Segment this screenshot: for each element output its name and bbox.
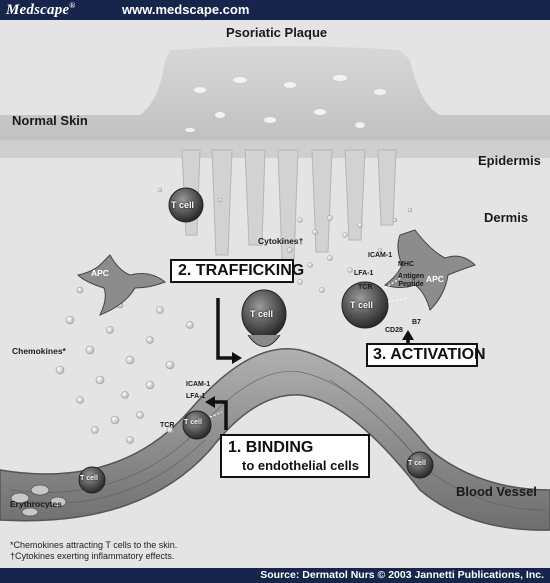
- blood-vessel-label: Blood Vessel: [456, 484, 537, 499]
- footer-bar: Source: Dermatol Nurs © 2003 Jannetti Pu…: [0, 568, 550, 583]
- binding-step-label: 1. BINDING: [228, 438, 368, 458]
- site-url-link[interactable]: www.medscape.com: [122, 2, 249, 17]
- binding-step-sublabel: to endothelial cells: [228, 458, 368, 473]
- t-cell-label-vessel-right: T cell: [408, 460, 426, 467]
- tcr-vessel-label: TCR: [160, 422, 174, 429]
- antigen-peptide-label: Antigen Peptide: [388, 273, 434, 289]
- trafficking-step-box: 2. TRAFFICKING: [170, 259, 294, 283]
- t-cell-label-trafficking: T cell: [250, 309, 273, 319]
- apc-left-label: APC: [91, 268, 109, 278]
- normal-skin-band: [0, 140, 550, 158]
- dermis-label: Dermis: [484, 210, 528, 225]
- lfa1-label: LFA-1: [354, 270, 373, 277]
- lfa1-vessel-label: LFA-1: [186, 393, 205, 400]
- activation-step-label: 3. ACTIVATION: [373, 345, 476, 365]
- activation-step-box: 3. ACTIVATION: [366, 343, 478, 367]
- header-bar: Medscape® www.medscape.com: [0, 0, 550, 20]
- medscape-logo[interactable]: Medscape®: [6, 1, 75, 19]
- source-credit: Source: Dermatol Nurs © 2003 Jannetti Pu…: [260, 569, 544, 581]
- normal-skin-label: Normal Skin: [12, 113, 88, 128]
- diagram-title: Psoriatic Plaque: [226, 25, 327, 40]
- mhc-label: MHC: [398, 261, 414, 268]
- icam1-vessel-label: ICAM-1: [186, 381, 210, 388]
- icam1-label: ICAM-1: [368, 252, 392, 259]
- footnote-chemokines: *Chemokines attracting T cells to the sk…: [10, 540, 177, 551]
- epidermis-label: Epidermis: [478, 153, 541, 168]
- cytokines-label: Cytokines†: [258, 236, 303, 246]
- t-cell-label-binding: T cell: [184, 419, 202, 426]
- b7-label: B7: [412, 319, 421, 326]
- footnotes: *Chemokines attracting T cells to the sk…: [10, 540, 177, 562]
- t-cell-label-activation: T cell: [350, 300, 373, 310]
- footnote-cytokines: †Cytokines exerting inflammatory effects…: [10, 551, 177, 562]
- t-cell-label-vessel-left: T cell: [80, 475, 98, 482]
- t-cell-label-epidermis: T cell: [171, 200, 194, 210]
- binding-step-box: 1. BINDING to endothelial cells: [220, 434, 370, 478]
- chemokines-label: Chemokines*: [12, 346, 66, 356]
- cd28-label: CD28: [385, 327, 403, 334]
- tcr-label-activation: TCR: [358, 284, 372, 291]
- trafficking-step-label: 2. TRAFFICKING: [178, 261, 292, 281]
- erythrocytes-label: Erythrocytes: [10, 499, 62, 509]
